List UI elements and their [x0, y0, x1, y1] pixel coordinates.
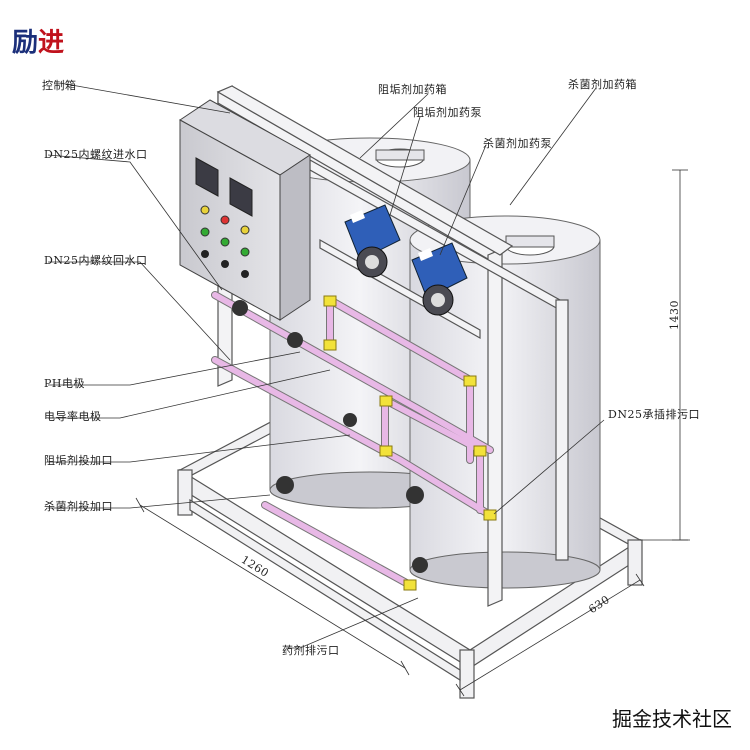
label-chemical-drain: 药剂排污口	[282, 644, 340, 657]
label-dn25-inlet: DN25内螺纹进水口	[44, 148, 148, 161]
label-dn25-socket-drain: DN25承插排污口	[608, 408, 700, 421]
dimension-lines	[135, 169, 690, 697]
label-bactericide-dosing-port: 杀菌剂投加口	[44, 500, 113, 513]
watermark: 掘金技术社区	[612, 707, 732, 731]
brand-logo: 励进	[12, 22, 64, 59]
label-bactericide-tank: 杀菌剂加药箱	[568, 78, 637, 91]
piping	[211, 291, 497, 591]
label-scale-dosing-port: 阻垢剂投加口	[44, 454, 113, 467]
label-bactericide-pump: 杀菌剂加药泵	[483, 137, 552, 150]
bactericide-pump	[411, 242, 468, 316]
label-dn25-return: DN25内螺纹回水口	[44, 254, 148, 267]
dimension-height: 1430	[668, 300, 681, 330]
brand-char-2: 进	[38, 28, 65, 58]
label-scale-inhibitor-tank: 阻垢剂加药箱	[378, 83, 447, 96]
scale-inhibitor-pump	[344, 204, 401, 278]
leader-lines	[47, 82, 605, 649]
label-conductivity-electrode: 电导率电极	[44, 410, 102, 423]
label-ph-electrode: PH电极	[44, 377, 85, 390]
label-scale-inhibitor-pump: 阻垢剂加药泵	[413, 106, 482, 119]
brand-char-1: 励	[12, 28, 39, 58]
label-control-box: 控制箱	[42, 79, 77, 92]
control-box	[179, 99, 311, 321]
